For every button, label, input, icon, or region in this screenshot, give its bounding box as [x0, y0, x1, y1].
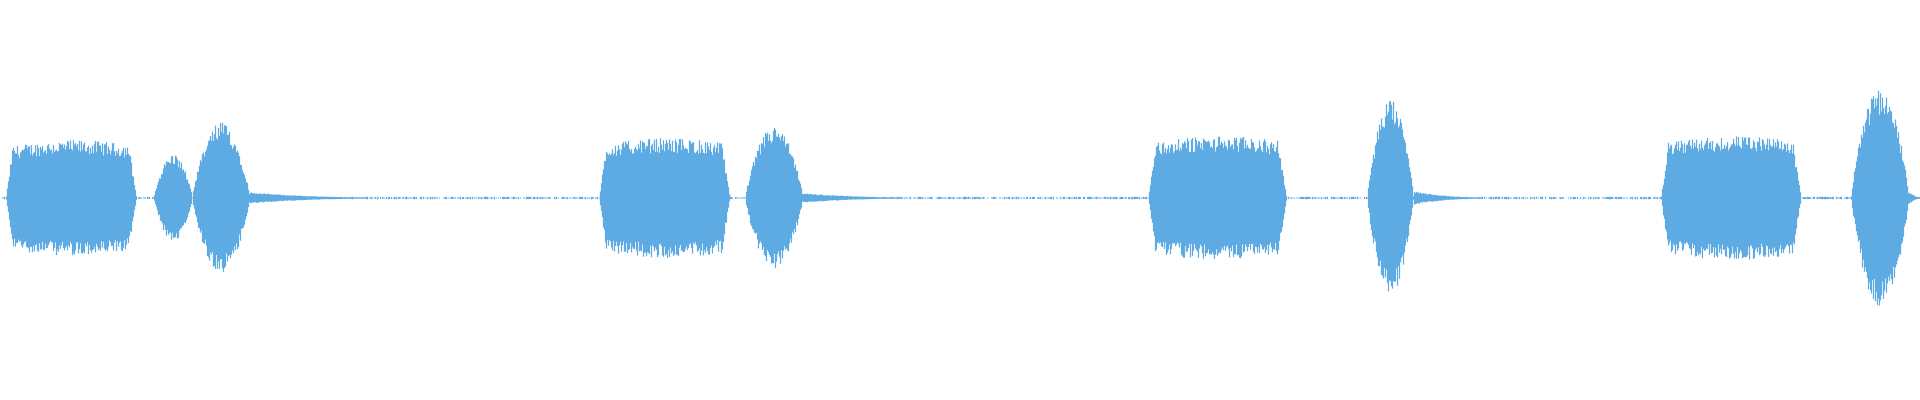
waveform-path — [1, 90, 1920, 306]
waveform-trace — [1, 90, 1920, 306]
